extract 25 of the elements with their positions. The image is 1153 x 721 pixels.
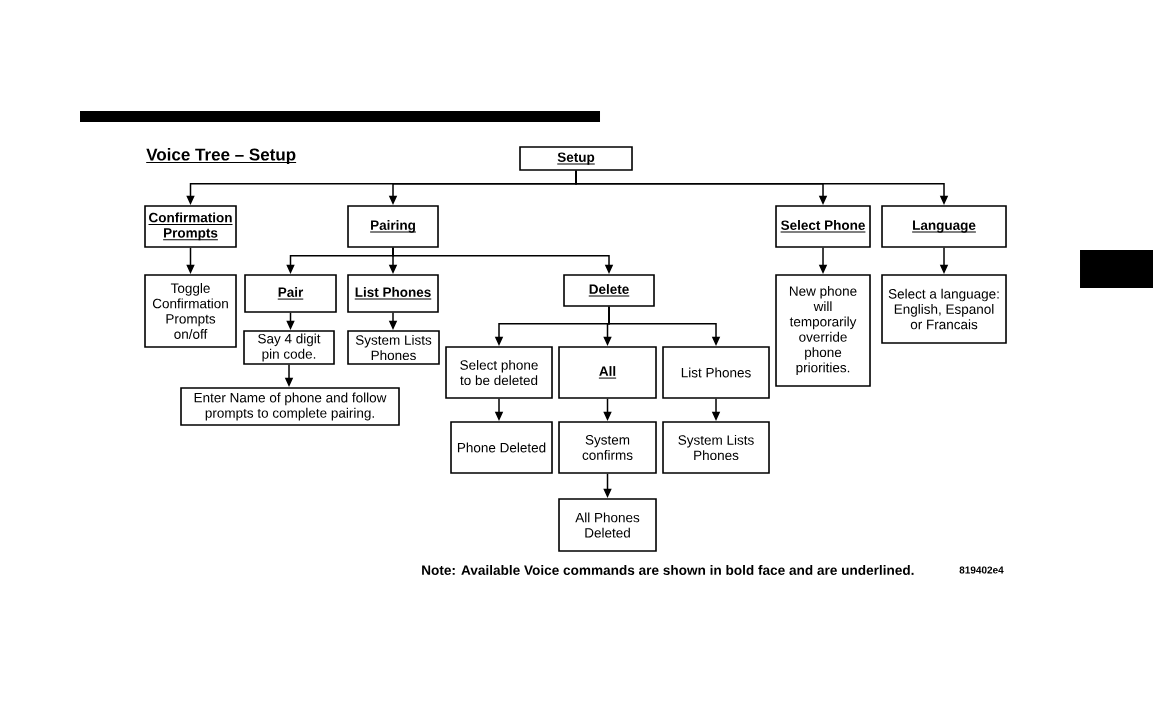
response-box: Select a language: English, Espanol or Francais — [881, 274, 1007, 344]
command-box: Language — [881, 205, 1007, 248]
response-box: System confirms — [558, 421, 657, 474]
title: Voice Tree – Setup — [145, 148, 297, 164]
response-box: Select phone to be deleted — [445, 346, 553, 399]
response-box: Phone Deleted — [450, 421, 553, 474]
command-box: Pairing — [347, 205, 439, 248]
command-box: Pair — [244, 274, 337, 313]
command-box: All — [558, 346, 657, 399]
command-box: List Phones — [347, 274, 439, 313]
note: Note: Available Voice commands are shown in bold face and are underlined. — [422, 565, 914, 575]
response-box: System Lists Phones — [662, 421, 770, 474]
command-box: Select Phone — [775, 205, 871, 248]
response-box: Enter Name of phone and follow prompts to complete pairing. — [180, 387, 400, 426]
response-box: List Phones — [662, 346, 770, 399]
response-box: Toggle Confirmation Prompts on/off — [144, 274, 237, 348]
response-box: Say 4 digit pin code. — [243, 330, 335, 365]
command-box: Delete — [563, 274, 655, 307]
response-box: System Lists Phones — [347, 330, 440, 365]
section-tab — [1080, 250, 1153, 288]
response-box: All Phones Deleted — [558, 498, 657, 552]
command-box: Setup — [519, 146, 633, 171]
response-box: New phone will temporarily override phone priorities. — [775, 274, 871, 387]
command-box: Confirmation Prompts — [144, 205, 237, 248]
figure-code: 819402e4 — [959, 566, 1004, 574]
